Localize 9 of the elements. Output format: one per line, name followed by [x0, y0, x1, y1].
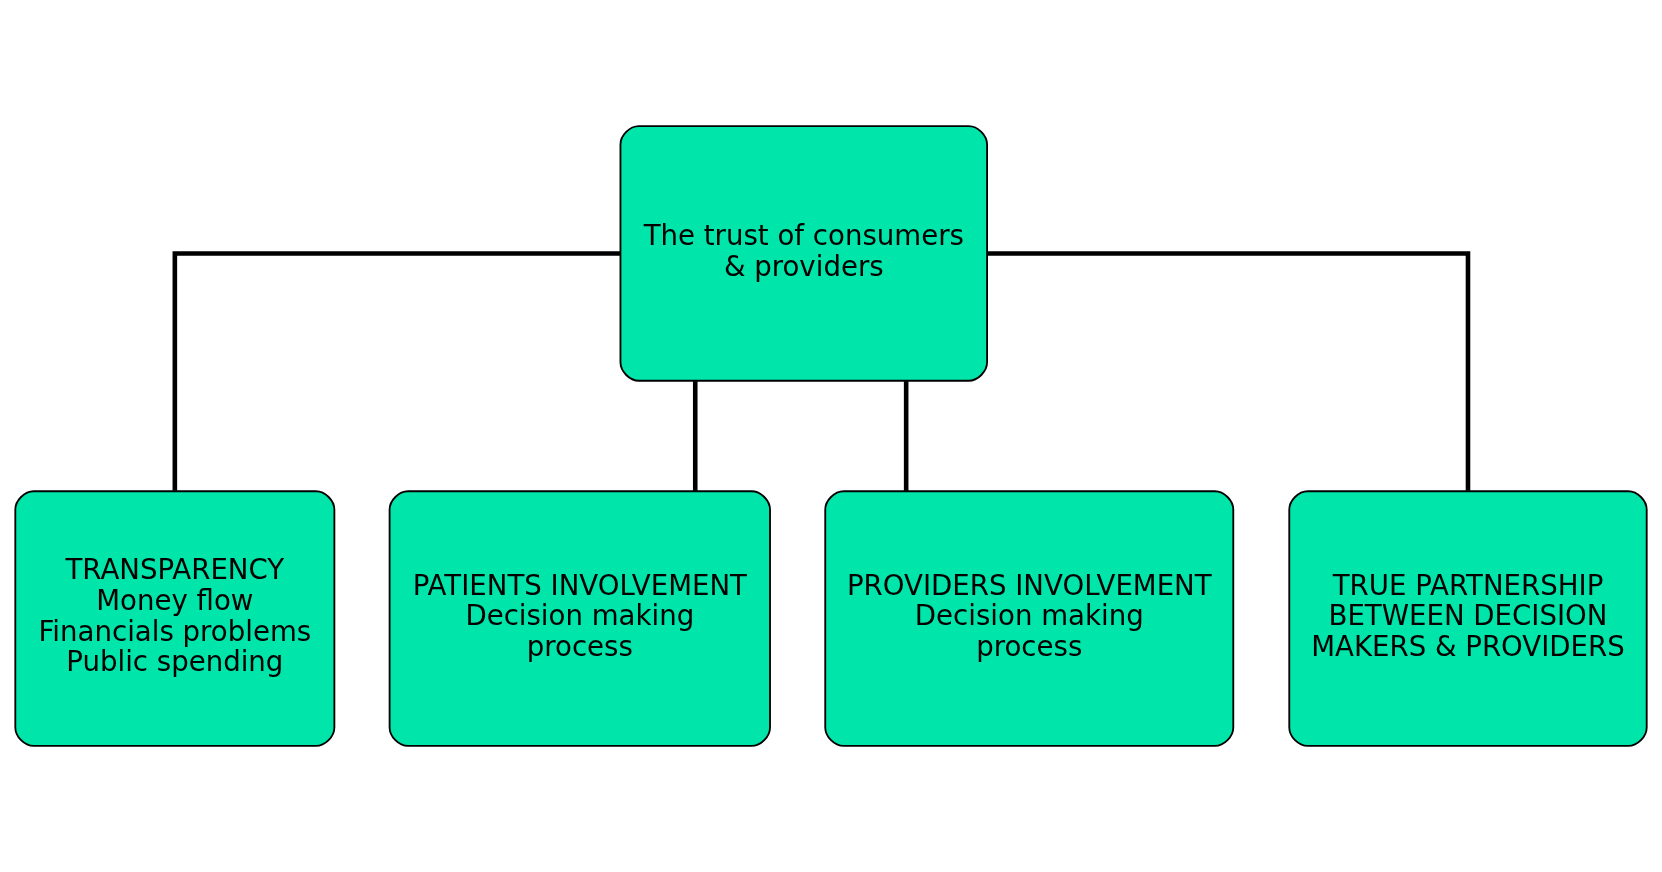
- node-box: TRANSPARENCY Money flow Financials problems Public spending: [14, 490, 336, 747]
- node-box: PROVIDERS INVOLVEMENT Decision making process: [824, 490, 1235, 747]
- connector: [692, 381, 698, 491]
- connector: [903, 381, 909, 491]
- node-box: TRUE PARTNERSHIP BETWEEN DECISION MAKERS & PROVIDERS: [1288, 490, 1648, 747]
- node-box: The trust of consumers & providers: [619, 125, 988, 382]
- connector: [987, 251, 1471, 491]
- node-box: PATIENTS INVOLVEMENT Decision making process: [388, 490, 771, 747]
- connector: [172, 251, 621, 491]
